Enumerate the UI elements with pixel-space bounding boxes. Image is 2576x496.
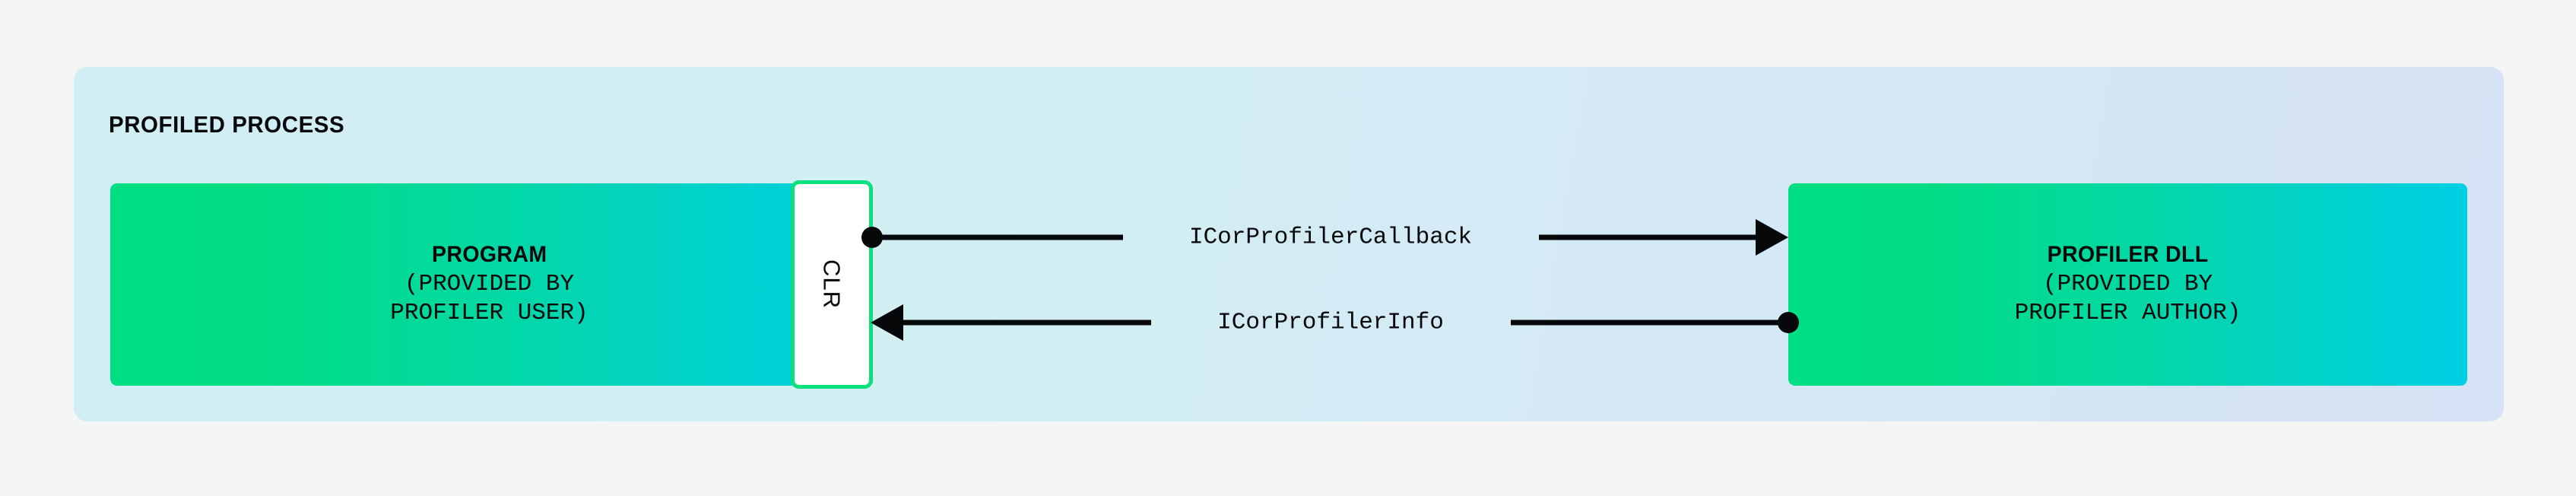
program-subtitle-line-2: PROFILER USER) <box>390 299 588 326</box>
profiler-dll-node: PROFILER DLL (PROVIDED BY PROFILER AUTHO… <box>1788 183 2467 386</box>
profiler-dll-subtitle-line-2: PROFILER AUTHOR) <box>2014 299 2241 326</box>
program-heading: PROGRAM <box>431 242 547 268</box>
clr-label: CLR <box>818 259 845 310</box>
program-subtitle: (PROVIDED BY PROFILER USER) <box>390 270 588 328</box>
info-arrowhead-icon <box>871 304 903 341</box>
connector-label-info: ICorProfilerInfo <box>1217 309 1444 336</box>
profiler-dll-heading: PROFILER DLL <box>2047 242 2209 268</box>
panel-title: PROFILED PROCESS <box>109 111 345 138</box>
program-node: PROGRAM (PROVIDED BY PROFILER USER) <box>110 183 868 386</box>
connector-label-callback: ICorProfilerCallback <box>1188 224 1473 251</box>
profiled-process-panel: PROFILED PROCESS PROGRAM (PROVIDED BY PR… <box>74 67 2504 421</box>
profiler-dll-subtitle-line-1: (PROVIDED BY <box>2042 270 2213 297</box>
program-subtitle-line-1: (PROVIDED BY <box>404 270 575 297</box>
profiler-dll-subtitle: (PROVIDED BY PROFILER AUTHOR) <box>2015 270 2241 328</box>
callback-arrowhead-icon <box>1756 219 1788 256</box>
clr-node: CLR <box>791 180 873 389</box>
